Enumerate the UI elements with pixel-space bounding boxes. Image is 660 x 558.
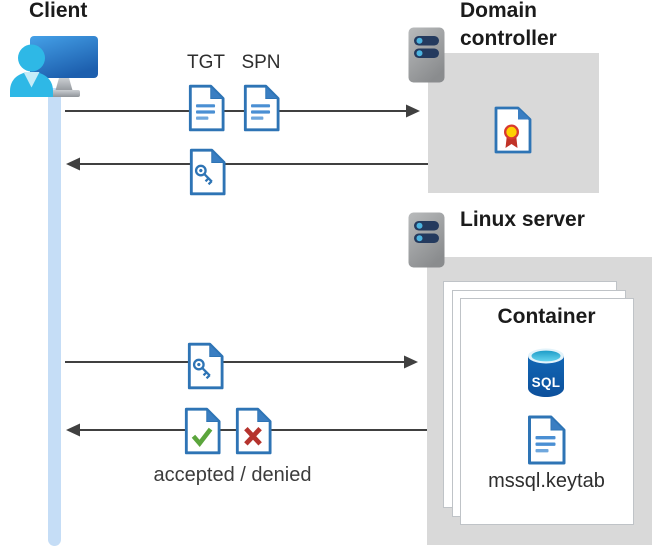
user-at-monitor-icon bbox=[10, 31, 100, 97]
tgt-document-icon bbox=[187, 84, 225, 132]
result-label: accepted / denied bbox=[153, 464, 312, 486]
linux-server-icon bbox=[408, 212, 445, 268]
container-label: Container bbox=[497, 305, 596, 328]
denied-document-icon bbox=[234, 406, 272, 456]
client-label: Client bbox=[29, 0, 88, 22]
sql-database-icon: SQL bbox=[528, 348, 564, 397]
tgt-label: TGT bbox=[187, 52, 225, 73]
container-card bbox=[460, 298, 634, 525]
client-lifeline bbox=[48, 88, 61, 546]
domain-controller-label: Domain controller bbox=[460, 0, 557, 50]
accepted-document-icon bbox=[183, 406, 221, 456]
certificate-document-icon bbox=[492, 106, 534, 154]
sql-icon-text: SQL bbox=[532, 375, 561, 390]
linux-server-label: Linux server bbox=[460, 208, 585, 231]
ticket-key-document-icon bbox=[188, 148, 226, 196]
spn-label: SPN bbox=[241, 52, 281, 73]
keytab-document-icon bbox=[526, 415, 566, 465]
spn-document-icon bbox=[242, 84, 280, 132]
domain-controller-server-icon bbox=[408, 27, 445, 83]
ticket-key-document-icon bbox=[186, 342, 224, 390]
keytab-file-label: mssql.keytab bbox=[488, 470, 605, 492]
